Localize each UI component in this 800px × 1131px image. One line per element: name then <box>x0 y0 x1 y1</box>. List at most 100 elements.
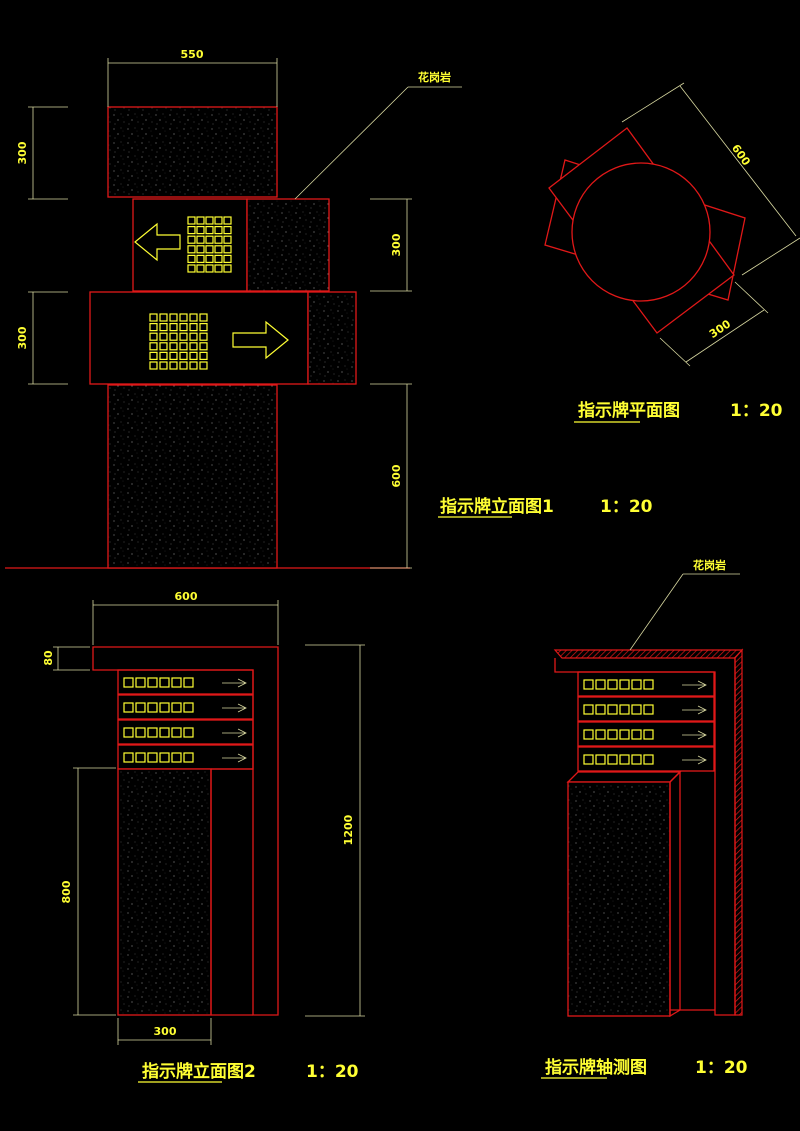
character-cell <box>223 226 232 235</box>
elevation2-scale-text: 1：20 <box>306 1062 359 1082</box>
character-cell <box>187 245 196 254</box>
character-cell <box>199 313 208 322</box>
character-cell <box>199 361 208 370</box>
character-cell <box>171 752 182 763</box>
character-cell <box>607 679 618 690</box>
character-cell <box>135 727 146 738</box>
character-cell <box>135 752 146 763</box>
axonometric-title-text: 指示牌轴测图 <box>545 1057 647 1078</box>
character-cell <box>205 264 214 273</box>
character-cell <box>214 226 223 235</box>
character-cell <box>595 754 606 765</box>
material-leader-1: 花岗岩 <box>294 70 462 200</box>
character-cell <box>583 729 594 740</box>
character-cell <box>187 216 196 225</box>
character-cell <box>223 245 232 254</box>
character-cell <box>159 323 168 332</box>
character-cell <box>179 323 188 332</box>
dim-text-middle-300: 300 <box>390 233 403 256</box>
elevation2-sign-rows <box>123 677 247 763</box>
character-cell <box>189 342 198 351</box>
character-cell <box>159 351 168 360</box>
elevation1-view: 550 300 300 300 600 <box>5 48 653 569</box>
character-cell <box>187 264 196 273</box>
axon-frame <box>554 658 736 1016</box>
character-cell <box>189 351 198 360</box>
character-cell <box>631 754 642 765</box>
character-cell <box>214 216 223 225</box>
character-cell <box>205 226 214 235</box>
character-cell <box>223 264 232 273</box>
dim-width-550: 550 <box>107 48 278 107</box>
dim-middle-300: 300 <box>370 198 412 292</box>
character-cell <box>583 754 594 765</box>
axon-sign-rows <box>583 679 707 765</box>
character-cell <box>159 727 170 738</box>
row-arrow-icon <box>682 680 707 690</box>
middle-granite-block <box>246 198 330 292</box>
material-label-1: 花岗岩 <box>418 70 451 84</box>
character-cell <box>205 254 214 263</box>
character-cell <box>583 704 594 715</box>
character-cell <box>189 361 198 370</box>
dim-text-plan-600: 600 <box>729 142 753 169</box>
character-cell <box>214 235 223 244</box>
character-cell <box>169 361 178 370</box>
dim-upper-300: 300 <box>16 106 68 200</box>
character-cell <box>187 226 196 235</box>
elevation2-view: 600 80 1200 800 300 指示牌立面图2 1 <box>42 590 365 1083</box>
dim-e2-width-600: 600 <box>92 590 279 645</box>
character-cell <box>619 729 630 740</box>
row-arrow-icon <box>682 730 707 740</box>
character-cell <box>159 332 168 341</box>
character-cell <box>199 332 208 341</box>
axon-post-side <box>669 770 681 1018</box>
character-cell <box>159 342 168 351</box>
character-cell <box>183 677 194 688</box>
dim-e2-total-1200: 1200 <box>305 644 365 1017</box>
character-cell <box>171 702 182 713</box>
dim-text-e2-800: 800 <box>60 880 73 903</box>
character-cell <box>595 704 606 715</box>
character-cell <box>123 677 134 688</box>
character-cell <box>199 351 208 360</box>
row-arrow-icon <box>222 753 247 763</box>
elevation2-row-4 <box>117 744 254 770</box>
character-cell <box>149 323 158 332</box>
character-cell <box>205 245 214 254</box>
character-cell <box>607 729 618 740</box>
dim-e2-cap-80: 80 <box>42 646 90 671</box>
character-cell <box>196 254 205 263</box>
character-cell <box>135 677 146 688</box>
character-cell <box>169 351 178 360</box>
dim-text-lower-300: 300 <box>16 326 29 349</box>
character-cell <box>169 323 178 332</box>
character-cell <box>149 342 158 351</box>
character-cell <box>169 342 178 351</box>
dim-text-e2-600: 600 <box>175 590 198 603</box>
base-granite-pillar <box>107 384 278 569</box>
character-cell <box>159 752 170 763</box>
row-arrow-icon <box>682 755 707 765</box>
axon-cap-hatched <box>553 649 744 659</box>
character-cell <box>187 254 196 263</box>
dim-e2-post-800: 800 <box>60 767 116 1016</box>
elevation2-row-2 <box>117 694 254 720</box>
elevation2-row-3 <box>117 719 254 745</box>
character-cell <box>643 704 654 715</box>
character-cell <box>187 235 196 244</box>
character-cell <box>223 235 232 244</box>
material-label-2: 花岗岩 <box>693 558 726 572</box>
character-cell <box>643 754 654 765</box>
character-cell <box>171 677 182 688</box>
left-arrow-icon <box>134 222 181 262</box>
character-cell <box>631 729 642 740</box>
character-cell <box>149 351 158 360</box>
character-cell <box>169 313 178 322</box>
lower-sign-panel <box>89 291 309 385</box>
character-cell <box>205 216 214 225</box>
character-cell <box>159 361 168 370</box>
character-cell <box>159 313 168 322</box>
character-cell <box>189 313 198 322</box>
axon-post-top <box>566 771 682 783</box>
